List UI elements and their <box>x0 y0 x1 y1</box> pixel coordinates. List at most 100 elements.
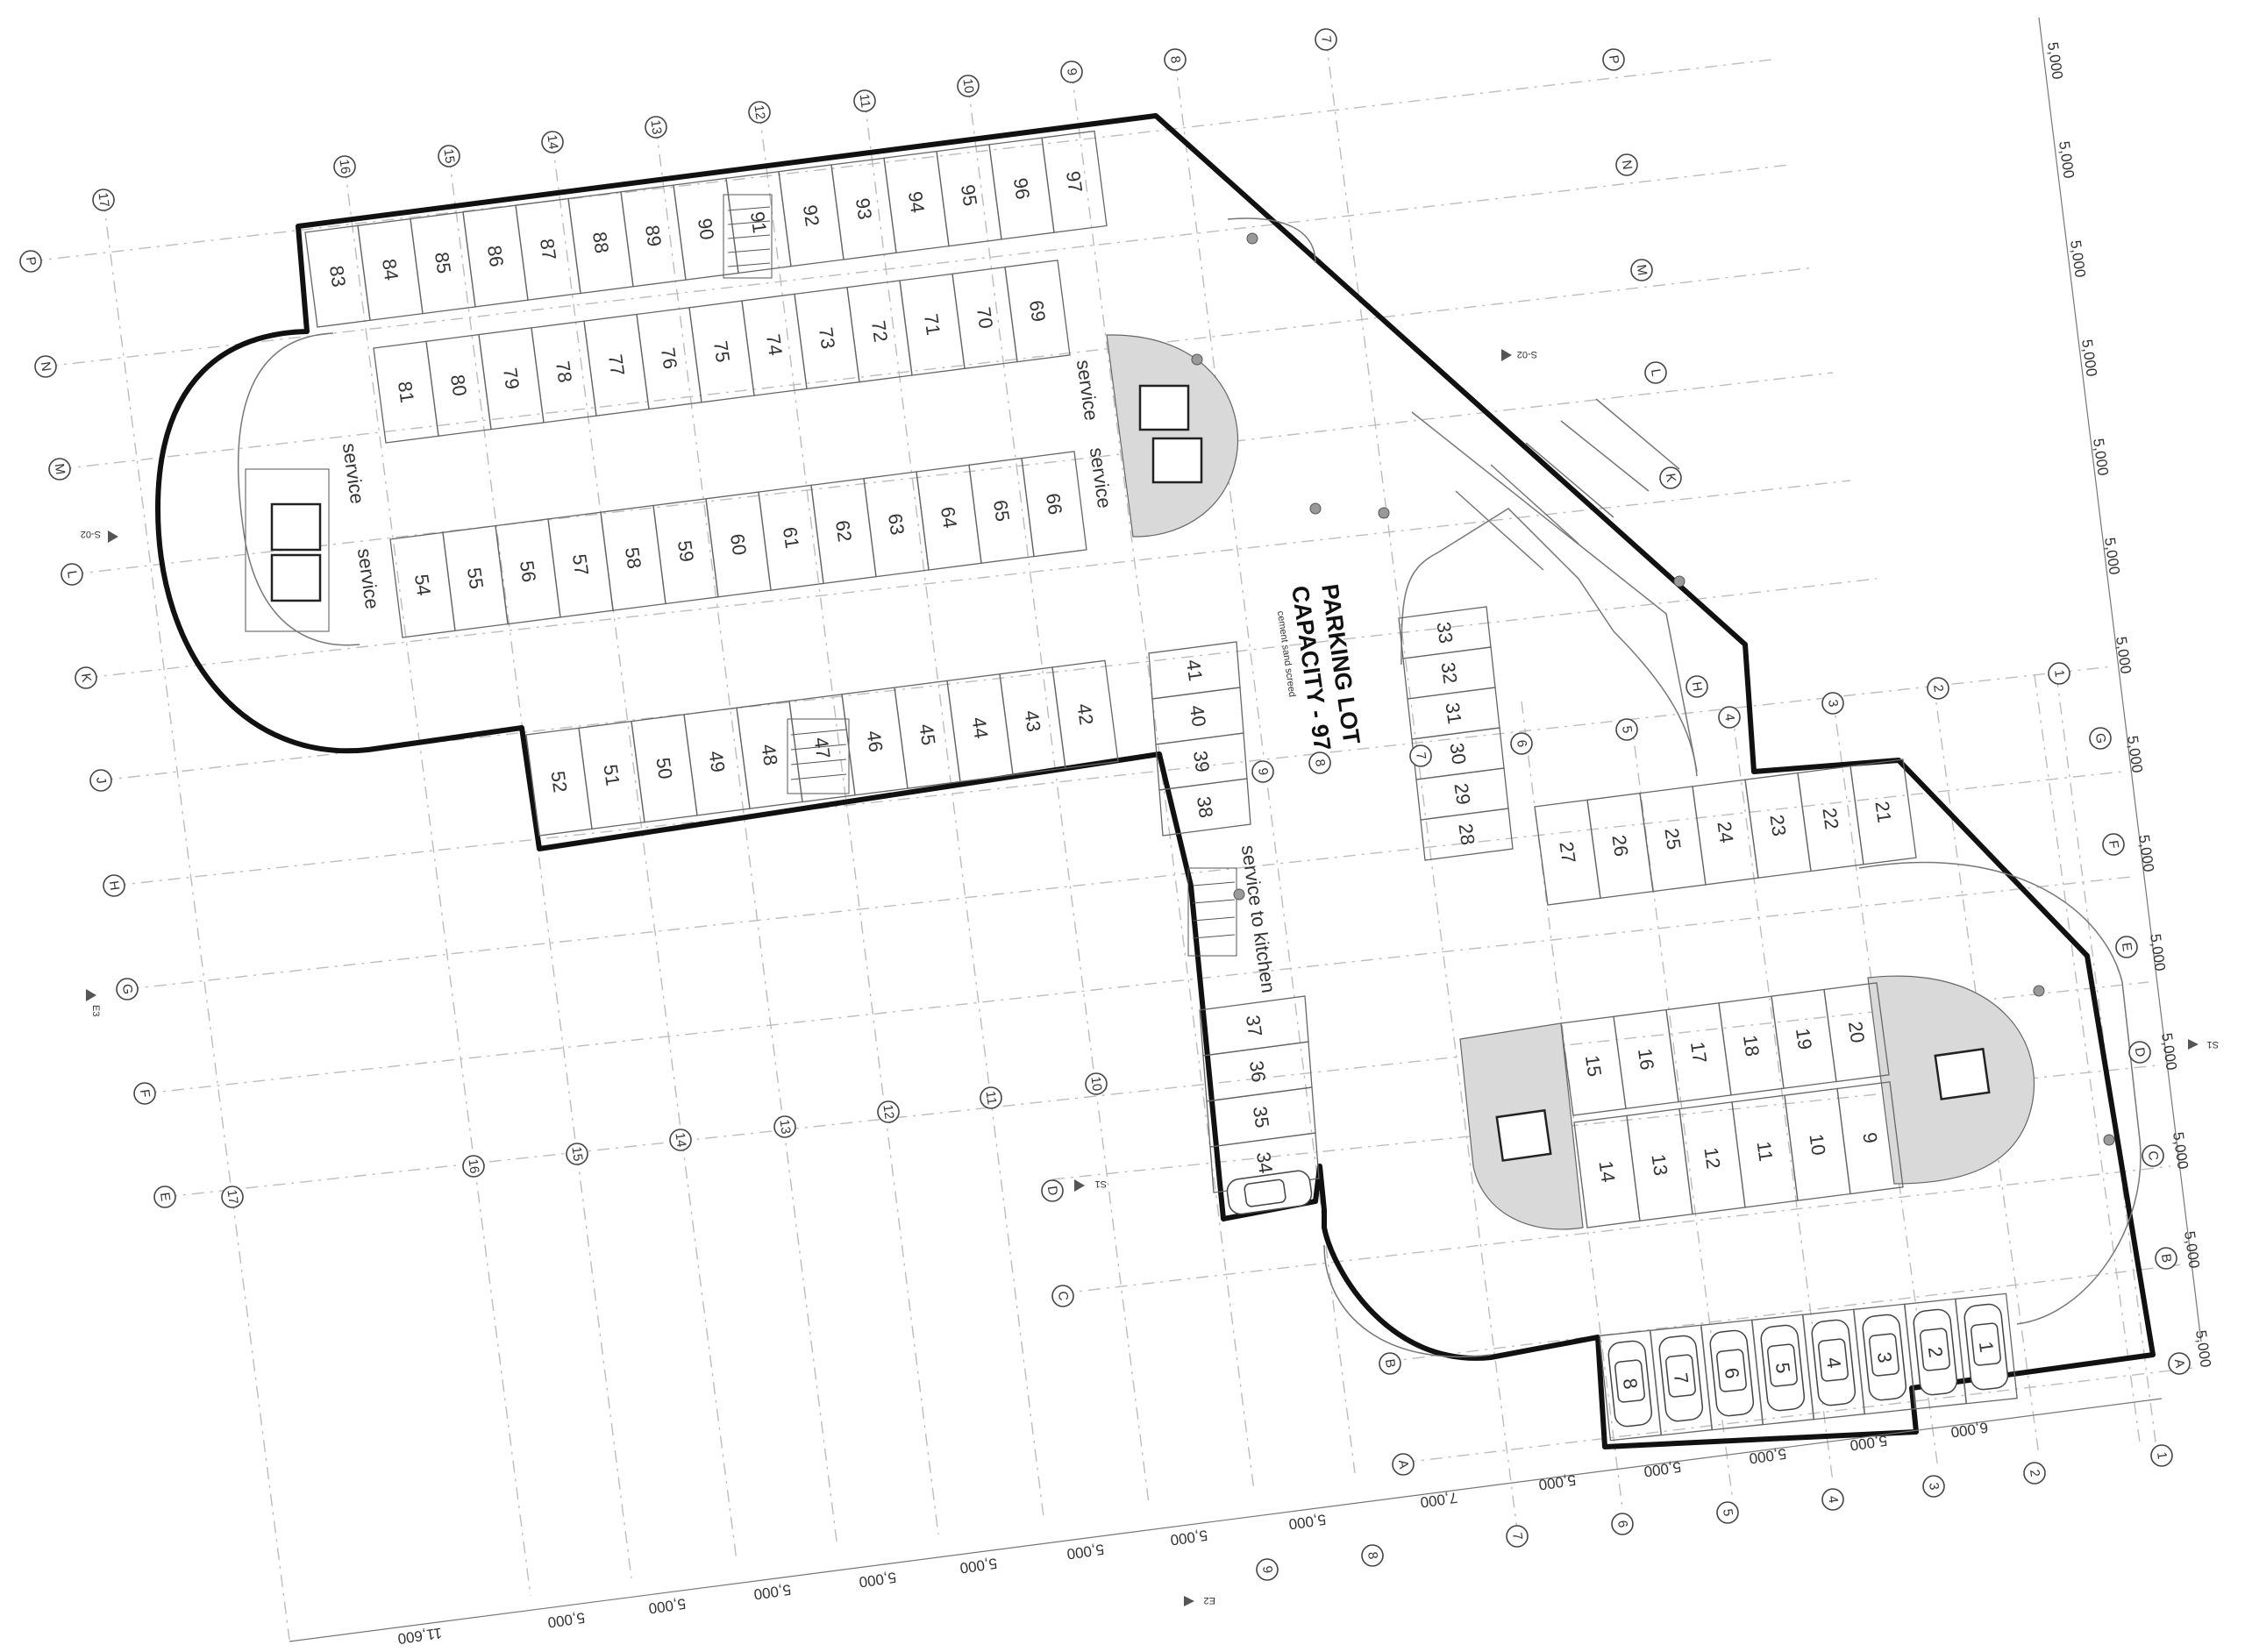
stall-number: 83 <box>325 264 350 288</box>
stall-number: 22 <box>1818 807 1842 831</box>
svg-text:10: 10 <box>959 78 976 95</box>
dimension-right: 5,000 <box>2158 1032 2180 1072</box>
svg-text:H: H <box>106 879 122 891</box>
svg-text:16: 16 <box>336 159 353 175</box>
car-stall: 4 <box>1802 1308 1865 1421</box>
stall-number: 63 <box>884 512 909 537</box>
svg-text:9: 9 <box>1064 68 1080 77</box>
stall-number: 3 <box>1873 1350 1896 1364</box>
stall-number: 81 <box>394 380 418 404</box>
stall-number: 34 <box>1252 1150 1277 1175</box>
grid-bubble-mid-c: C <box>1051 1285 1074 1307</box>
grid-bubble-br-6: 6 <box>1611 1513 1634 1535</box>
stall-number: 27 <box>1555 840 1579 865</box>
svg-text:E: E <box>2119 942 2135 952</box>
grid-bubble-lower-f: F <box>2102 833 2125 856</box>
svg-text:3: 3 <box>1825 699 1841 709</box>
parking-stall: 66 <box>1021 451 1087 558</box>
car-stall: 7 <box>1650 1324 1713 1436</box>
grid-bubble-lower-b: B <box>2155 1247 2177 1270</box>
car-stall-34 <box>1226 1170 1313 1215</box>
parking-stall: 69 <box>1004 260 1071 363</box>
parking-stall: 64 <box>916 464 982 571</box>
stall-number: 95 <box>957 183 981 208</box>
svg-text:D: D <box>2132 1046 2148 1057</box>
section-marker-s02-left: S-02 <box>81 529 101 539</box>
svg-text:14: 14 <box>672 1132 688 1149</box>
parking-stall: 12 <box>1678 1101 1746 1215</box>
grid-bubble-br-9: 9 <box>1256 1558 1279 1581</box>
dimension-bottom: 5,000 <box>752 1581 792 1603</box>
grid-bubble-br-5: 5 <box>1716 1501 1739 1524</box>
parking-stall: 37 <box>1199 995 1309 1057</box>
car-stall: 6 <box>1700 1319 1764 1431</box>
grid-bubble-upper-9: 9 <box>1251 760 1274 783</box>
stall-number: 1 <box>1975 1340 1998 1354</box>
section-marker-s02-top: S-02 <box>1517 349 1537 360</box>
column <box>1673 575 1686 587</box>
stall-number: 93 <box>852 196 876 221</box>
dimension-right: 5,000 <box>2101 537 2123 576</box>
parking-stall: 13 <box>1626 1107 1693 1222</box>
grid-bubble-k: K <box>75 666 97 689</box>
dimension-bottom: 11,600 <box>396 1625 443 1648</box>
grid-bubble-upper-4: 4 <box>1718 706 1741 729</box>
grid-bubble-upper-7: 7 <box>1409 744 1432 767</box>
grid-bubble-upper-6: 6 <box>1510 732 1533 755</box>
grid-bubble-lower-g: G <box>2089 727 2112 750</box>
svg-text:C: C <box>2145 1150 2161 1161</box>
stall-number: 47 <box>809 736 834 760</box>
stall-number: 21 <box>1871 800 1895 824</box>
parking-stall: 57 <box>547 511 614 618</box>
svg-text:11: 11 <box>982 1090 999 1106</box>
grid-bubble-f: F <box>133 1082 156 1105</box>
stall-number: 14 <box>1594 1159 1619 1184</box>
svg-text:A: A <box>1395 1459 1411 1470</box>
stall-number: 48 <box>757 743 781 767</box>
parking-stall: 11 <box>1731 1094 1799 1208</box>
stall-number: 49 <box>704 750 729 774</box>
svg-text:2: 2 <box>1930 684 1946 694</box>
svg-text:13: 13 <box>647 119 664 136</box>
parking-stall: 26 <box>1586 792 1654 900</box>
dimension-bottom: 5,000 <box>1643 1458 1682 1480</box>
dimension-right: 5,000 <box>2135 834 2157 873</box>
svg-text:7: 7 <box>1413 751 1429 761</box>
svg-text:11: 11 <box>856 93 873 109</box>
parking-stall: 45 <box>894 680 961 789</box>
grid-bubble-7: 7 <box>1315 28 1337 51</box>
svg-text:7: 7 <box>1318 35 1334 45</box>
stall-number: 37 <box>1242 1014 1266 1038</box>
svg-text:N: N <box>1619 159 1635 170</box>
stall-number: 24 <box>1713 820 1737 844</box>
stall-number: 2 <box>1924 1345 1947 1359</box>
dimension-bottom: 5,000 <box>546 1609 586 1631</box>
stall-number: 64 <box>937 505 961 530</box>
grid-bubble-bottom-16: 16 <box>462 1155 485 1178</box>
stall-number: 38 <box>1193 795 1217 820</box>
parking-stall: 56 <box>495 518 561 625</box>
grid-bubble-16: 16 <box>333 155 356 178</box>
dimension-right: 5,000 <box>2147 933 2169 972</box>
parking-stall: 50 <box>631 714 698 823</box>
parking-stall: 61 <box>758 484 824 591</box>
svg-text:8: 8 <box>1167 55 1183 65</box>
stall-number: 92 <box>799 203 823 228</box>
service-label-53: service <box>353 547 383 610</box>
dimension-right: 5,000 <box>2170 1131 2192 1171</box>
stall-number: 20 <box>1844 1020 1869 1044</box>
stall-number: 36 <box>1245 1059 1270 1084</box>
svg-text:A: A <box>2171 1358 2187 1369</box>
stall-number: 52 <box>546 770 571 794</box>
svg-text:8: 8 <box>1365 1551 1380 1561</box>
grid-bubble-14: 14 <box>541 131 564 153</box>
svg-text:G: G <box>2092 732 2108 744</box>
service-label-67: service <box>1086 446 1115 509</box>
grid-bubble-bottom-17: 17 <box>221 1186 244 1208</box>
stall-number: 88 <box>588 231 613 255</box>
parking-stall: 73 <box>794 286 860 390</box>
stall-number: 4 <box>1822 1356 1845 1370</box>
column <box>1378 507 1390 519</box>
parking-stall: 87 <box>515 197 581 301</box>
